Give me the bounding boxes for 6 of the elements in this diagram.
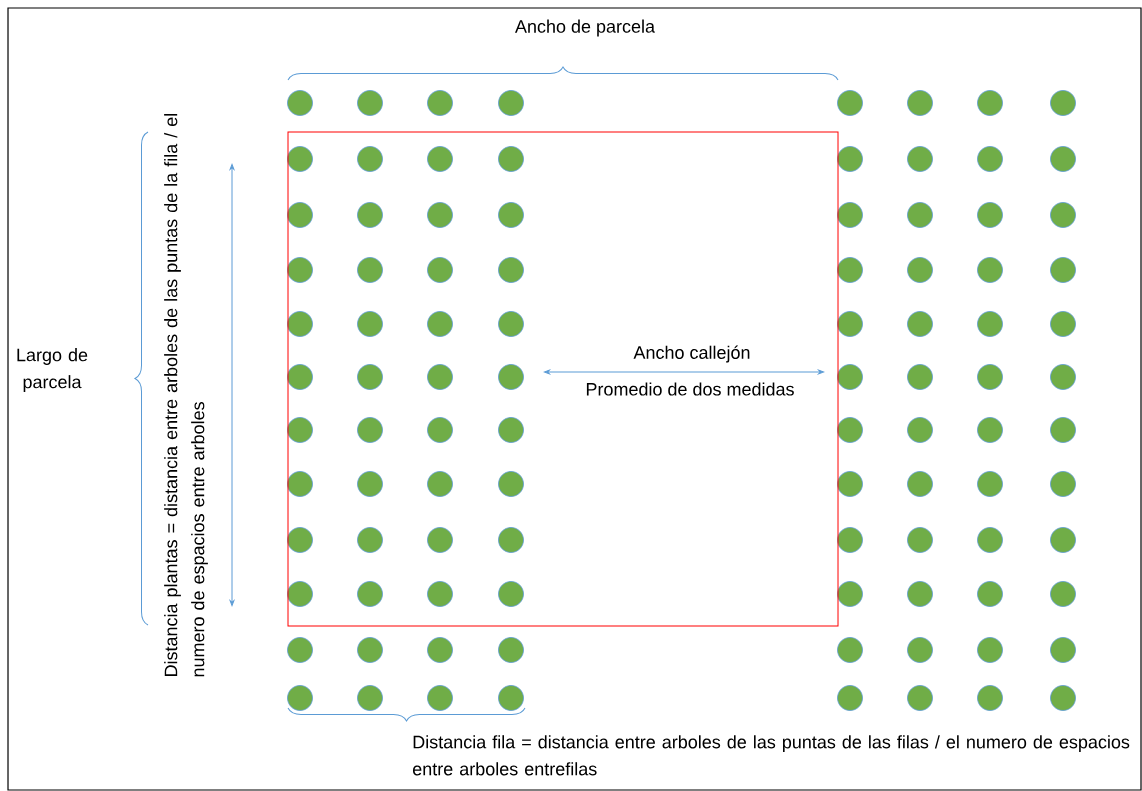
dimension-label: Largo de parcela [17,348,88,392]
dimension-label: Ancho de parcela [515,19,655,37]
formula-text: Distancia plantas = distancia entre arboles de las puntas de la fila / el numero de espacios entre arboles [164,114,208,677]
formula-text: Distancia fila = distancia entre arboles de las puntas de las filas / el numero de espacios entre arboles entrefilas [413,735,1130,776]
dimension-label: Ancho callejón [633,345,750,363]
dimension-label: Promedio de dos medidas [586,382,794,396]
